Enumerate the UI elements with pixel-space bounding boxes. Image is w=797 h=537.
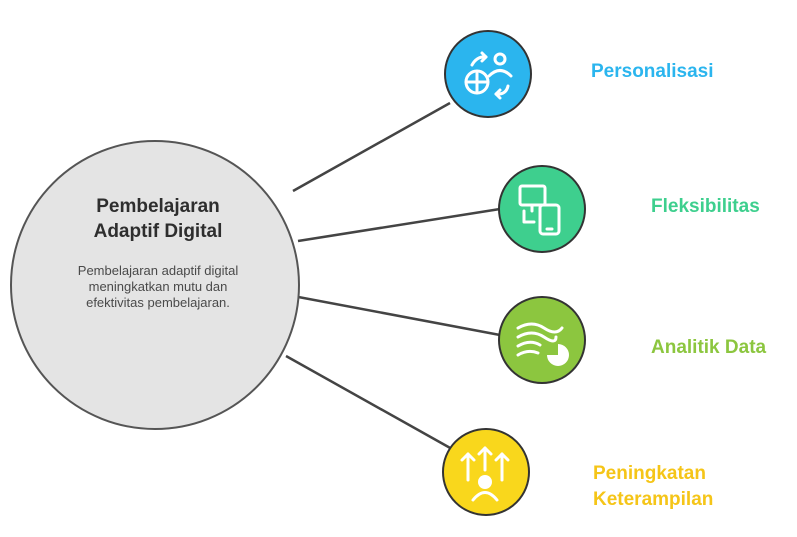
label-peningkatan-keterampilan: Peningkatan Keterampilan — [593, 463, 714, 510]
connector-fleksibilitas — [297, 207, 501, 243]
node-peningkatan-keterampilan — [442, 428, 530, 516]
skill-improvement-icon — [460, 446, 510, 502]
connector-analitik-data — [292, 294, 501, 337]
node-fleksibilitas — [498, 165, 586, 253]
data-analytics-icon — [516, 322, 569, 366]
label-analitik-data: Analitik Data — [651, 337, 767, 358]
personalization-icon — [464, 51, 513, 100]
center-title: Pembelajaran Adaptif Digital — [93, 196, 223, 242]
node-analitik-data — [498, 296, 586, 384]
label-personalisasi: Personalisasi — [591, 61, 714, 82]
label-fleksibilitas: Fleksibilitas — [651, 196, 760, 217]
central-circle — [10, 140, 300, 430]
connector-peningkatan — [285, 354, 453, 451]
node-personalisasi — [444, 30, 532, 118]
connector-personalisasi — [292, 101, 451, 193]
devices-icon — [518, 184, 561, 236]
center-description: Pembelajaran adaptif digital meningkatka… — [77, 263, 239, 310]
